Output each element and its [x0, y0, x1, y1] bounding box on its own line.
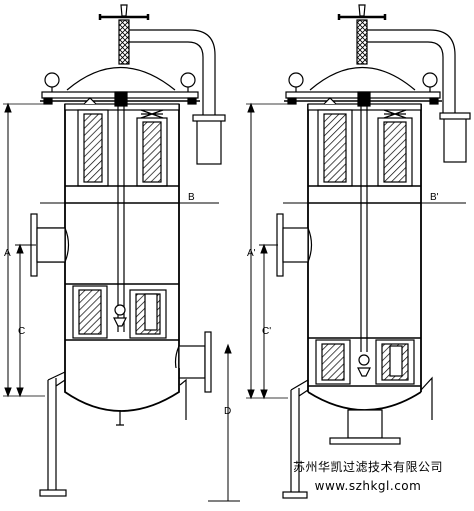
right-outlet-pipe: [367, 29, 471, 163]
left-dim-d-label: D: [224, 406, 231, 417]
left-dimensions: [3, 102, 240, 502]
right-bottom-outlet: [329, 409, 401, 445]
left-inlet-nozzle: [30, 213, 70, 277]
right-lifting-eye-1: [288, 72, 304, 88]
right-inlet-nozzle: [276, 213, 313, 277]
right-dim-a-label: A': [247, 248, 256, 259]
left-filter-vessel: [30, 4, 226, 497]
right-dimensions: [246, 102, 466, 400]
right-support-legs: [282, 376, 433, 499]
left-handwheel: [98, 4, 150, 65]
left-support-legs: [39, 371, 187, 497]
left-dim-a-label: A: [4, 248, 11, 259]
right-lifting-eye-2: [422, 72, 438, 88]
left-outlet-pipe: [129, 29, 226, 165]
right-handwheel: [337, 4, 387, 65]
right-dome-top: [309, 66, 416, 91]
left-lifting-eye-2: [180, 72, 196, 88]
left-dim-c-label: C: [18, 326, 25, 337]
left-drain-nozzle: [174, 331, 212, 393]
right-filter-vessel: [276, 4, 471, 499]
right-dim-b-label: B': [430, 192, 439, 203]
left-dim-b-label: B: [188, 192, 195, 203]
left-lifting-eye-1: [44, 72, 60, 88]
right-dim-c-label: C': [262, 326, 271, 337]
left-dome-top: [66, 66, 176, 91]
company-name: 苏州华凯过滤技术有限公司: [292, 460, 443, 474]
company-website: www.szhkgl.com: [314, 479, 422, 493]
